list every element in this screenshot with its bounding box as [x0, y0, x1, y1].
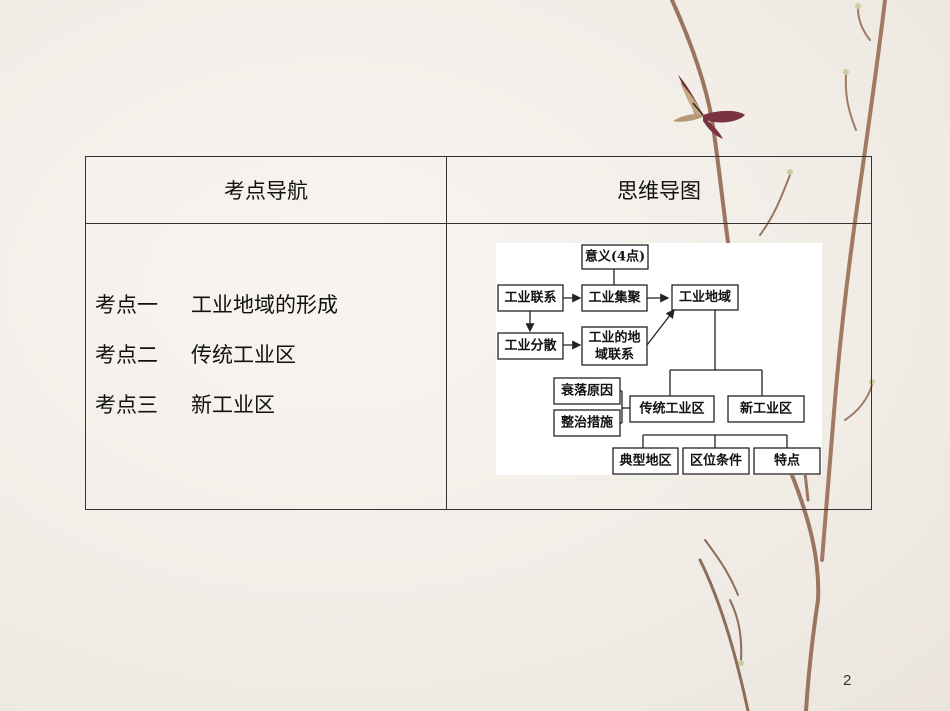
header-topic-nav: 考点导航 [85, 156, 447, 224]
node-box [727, 395, 805, 423]
node-tedian: 特点 [774, 453, 800, 469]
page-number: 2 [843, 672, 852, 689]
topic-number: 考点二 [95, 343, 158, 367]
node-quwei-tiaojian: 区位条件 [690, 453, 742, 469]
node-box [612, 447, 679, 475]
connector [646, 308, 675, 346]
node-zhengzhi-cuoshi: 整治措施 [560, 415, 613, 431]
node-diyu-lianxi-line1: 工业的地 [588, 330, 640, 346]
node-box [682, 447, 750, 475]
node-diyu-lianxi-line2: 域联系 [595, 347, 634, 363]
node-chuantong-gongyequ: 传统工业区 [638, 401, 704, 417]
topic-number: 考点三 [95, 393, 158, 417]
list-item: 考点二 传统工业区 [95, 330, 446, 380]
node-box [671, 284, 739, 311]
node-xin-gongyequ: 新工业区 [740, 401, 792, 417]
topic-number: 考点一 [95, 293, 158, 317]
list-item: 考点一 工业地域的形成 [95, 280, 446, 330]
node-box [581, 284, 648, 312]
topic-name: 新工业区 [191, 393, 275, 417]
node-gongye-diyu: 工业地域 [679, 289, 731, 305]
topic-name: 工业地域的形成 [191, 293, 338, 317]
mindmap-cell: 意义(4点) 工业联系 工业集聚 工业地域 工业分散 工业的地 域联系 衰落原因… [446, 223, 872, 510]
node-gongye-lianxi: 工业联系 [504, 290, 556, 306]
list-item: 考点三 新工业区 [95, 380, 446, 430]
node-gongye-fensan: 工业分散 [504, 338, 557, 354]
table-body-row: 考点一工业地域的形成 考点二传统工业区 考点三新工业区 [85, 223, 872, 510]
node-shuailuo-yuanyin: 衰落原因 [560, 383, 613, 399]
node-box [629, 395, 715, 423]
node-gongye-jiju: 工业集聚 [588, 290, 641, 306]
node-box [581, 326, 648, 366]
mind-map-diagram: 意义(4点) 工业联系 工业集聚 工业地域 工业分散 工业的地 域联系 衰落原因… [496, 243, 822, 475]
node-box [497, 284, 564, 312]
table-header-row: 考点导航 思维导图 [85, 156, 872, 224]
topic-table: 考点导航 思维导图 考点一工业地域的形成 考点二传统工业区 考点三新工业区 [85, 156, 872, 510]
butterfly-icon [673, 75, 745, 139]
node-yiyi: 意义(4点) [585, 249, 645, 265]
node-box [497, 332, 564, 360]
node-dianxing-diqu: 典型地区 [619, 453, 671, 469]
node-box [581, 244, 649, 270]
node-box [753, 447, 821, 475]
header-mind-map: 思维导图 [446, 156, 872, 224]
node-box [553, 409, 621, 437]
node-box [553, 377, 621, 405]
topic-cell: 考点一 工业地域的形成 考点二 传统工业区 考点三 新工业区 [85, 223, 447, 510]
topic-name: 传统工业区 [191, 343, 296, 367]
topic-list: 考点一 工业地域的形成 考点二 传统工业区 考点三 新工业区 [86, 280, 446, 430]
